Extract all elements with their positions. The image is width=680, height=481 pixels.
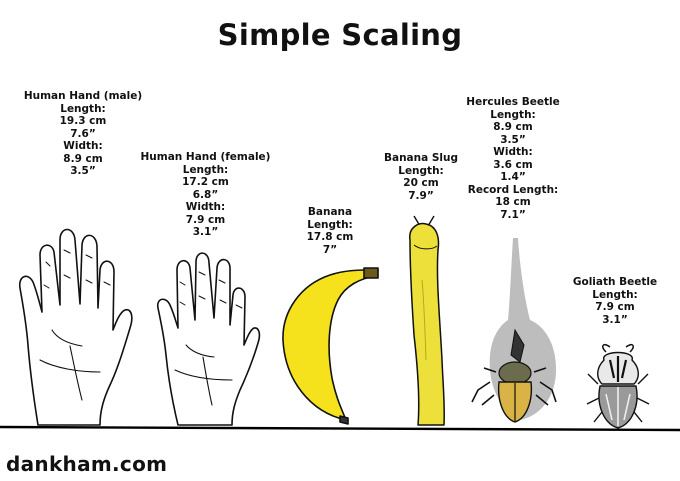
hercules-beetle-icon: [471, 238, 557, 423]
label-female-hand: Human Hand (female) Length: 17.2 cm 6.8”…: [133, 151, 278, 239]
diagram-title: Simple Scaling: [217, 18, 463, 52]
label-male-hand: Human Hand (male) Length: 19.3 cm 7.6” W…: [18, 90, 148, 178]
label-banana: Banana Length: 17.8 cm 7”: [295, 206, 365, 256]
banana-icon: [282, 267, 379, 425]
label-name: Banana Slug: [383, 152, 459, 164]
label-name: Human Hand (male): [23, 90, 143, 102]
label-banana-slug: Banana Slug Length: 20 cm 7.9”: [378, 152, 464, 202]
goliath-beetle-icon: [586, 344, 650, 429]
banana-slug-icon: [409, 215, 446, 426]
label-name: Hercules Beetle: [466, 96, 560, 108]
label-goliath-beetle: Goliath Beetle Length: 7.9 cm 3.1”: [562, 276, 668, 326]
site-credit: dankham.com: [6, 452, 168, 476]
label-name: Banana: [307, 206, 353, 218]
female-hand-icon: [156, 252, 261, 426]
label-name: Goliath Beetle: [572, 276, 658, 288]
male-hand-icon: [18, 228, 133, 426]
label-name: Human Hand (female): [140, 151, 271, 163]
ground-line: [0, 425, 680, 432]
label-hercules-beetle: Hercules Beetle Length: 8.9 cm 3.5” Widt…: [455, 96, 571, 221]
